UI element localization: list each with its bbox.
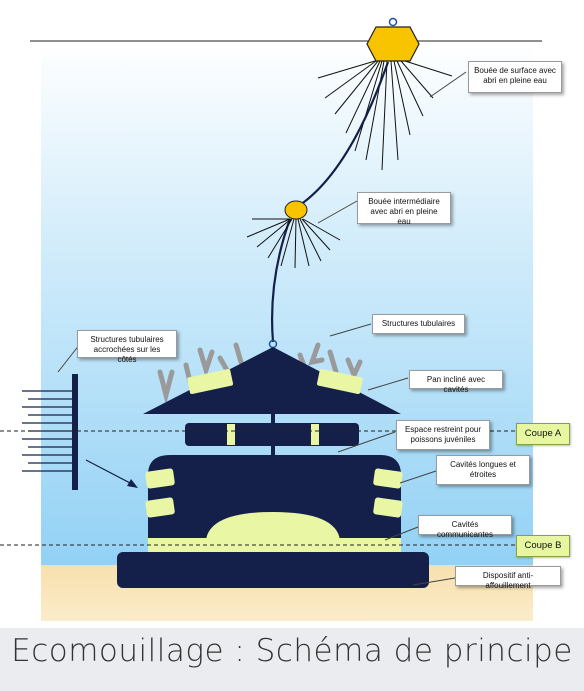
juvenile-gap-right	[311, 424, 319, 445]
label-side-tubular-structures: Structures tubulaires accrochées sur les…	[77, 330, 177, 364]
label-long-cavities: Cavités longues et étroites	[436, 455, 530, 485]
anti-scour-base	[117, 552, 429, 588]
mooring-line-upper	[299, 61, 390, 206]
section-b-tag: Coupe B	[516, 535, 570, 557]
leader-lines	[57, 71, 467, 586]
communicating-cavities	[206, 512, 340, 540]
side-cavity-right-2	[373, 497, 403, 518]
roof-cavity-left	[187, 368, 234, 395]
side-tubular-structures	[22, 374, 78, 490]
label-restricted-space: Espace restreint pour poissons juvéniles	[396, 420, 490, 450]
caption-band	[0, 628, 584, 691]
section-a-tag: Coupe A	[516, 423, 570, 445]
juvenile-gap-left	[227, 424, 235, 445]
label-anti-scour: Dispositif anti-affouillement	[455, 566, 561, 590]
side-cavity-right-1	[373, 468, 403, 489]
intermediate-buoy	[246, 200, 341, 269]
side-structures-arrow	[85, 459, 138, 488]
inclined-roof	[143, 347, 401, 414]
mooring-line-lower	[270, 218, 292, 343]
label-intermediate-buoy: Bouée intermédiaire avec abri en pleine …	[357, 192, 451, 226]
main-block	[148, 455, 401, 552]
label-inclined-panel: Pan incliné avec cavités	[409, 370, 503, 394]
side-cavity-left-1	[145, 468, 175, 489]
side-cavity-left-2	[145, 497, 175, 518]
label-tubular-structures: Structures tubulaires	[372, 314, 465, 334]
roof-cavity-right	[316, 368, 363, 395]
surface-buoy	[317, 17, 453, 171]
label-communicating-cavities: Cavités communicantes	[418, 515, 512, 539]
juvenile-space-bar	[185, 423, 359, 446]
label-surface-buoy: Bouée de surface avec abri en pleine eau	[468, 61, 562, 93]
diagram-caption: Ecomouillage : Schéma de principe	[11, 633, 573, 669]
